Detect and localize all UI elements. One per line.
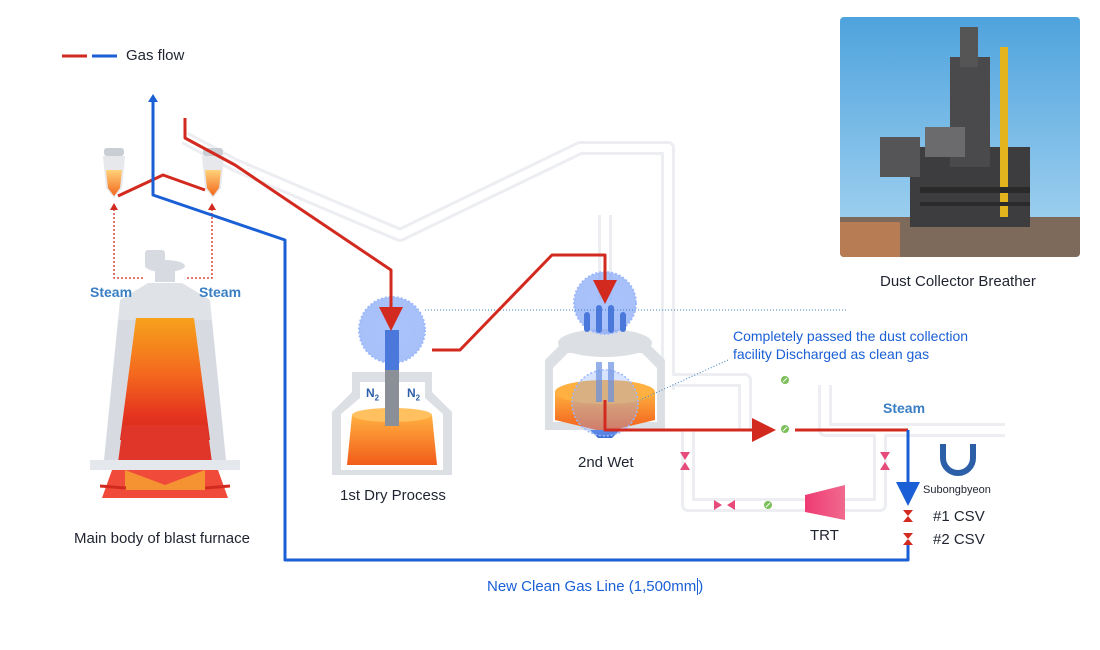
dry-process-label: 1st Dry Process [340, 487, 446, 504]
cyclone-left [103, 148, 125, 198]
dry-process-unit [332, 296, 452, 475]
red-gas-flow [117, 118, 908, 442]
valves [680, 452, 890, 510]
steam-dotted-lines [113, 208, 213, 279]
blue-gas-flow [151, 102, 920, 562]
blast-furnace-label: Main body of blast furnace [74, 530, 250, 547]
steam-label-right: Steam [199, 284, 242, 300]
dust-collector-photo [840, 17, 1080, 257]
n2-label-right: N2 [407, 386, 421, 403]
wet-process-label: 2nd Wet [578, 454, 634, 471]
photo-caption: Dust Collector Breather [880, 273, 1036, 290]
callout-line-1: Completely passed the dust collection [733, 328, 969, 344]
trt-label: TRT [810, 527, 839, 544]
subongbyeon-label: Subongbyeon [923, 484, 991, 496]
legend-label: Gas flow [126, 47, 185, 64]
trt-turbine [805, 485, 845, 520]
blast-furnace [90, 250, 240, 498]
n2-label-left: N2 [366, 386, 380, 403]
cyclone-right [202, 148, 224, 198]
status-dots [764, 376, 789, 509]
steam-label-csv: Steam [883, 400, 926, 416]
clean-gas-line-label: New Clean Gas Line (1,500mm) [487, 578, 704, 595]
callout-lines [425, 309, 848, 401]
wet-process-unit [545, 271, 665, 438]
csv-valves [903, 510, 913, 545]
csv1-label: #1 CSV [933, 508, 985, 525]
csv2-label: #2 CSV [933, 531, 985, 548]
callout-line-2: facility Discharged as clean gas [733, 346, 930, 362]
subongbyeon-icon [940, 444, 976, 476]
steam-label-left: Steam [90, 284, 133, 300]
